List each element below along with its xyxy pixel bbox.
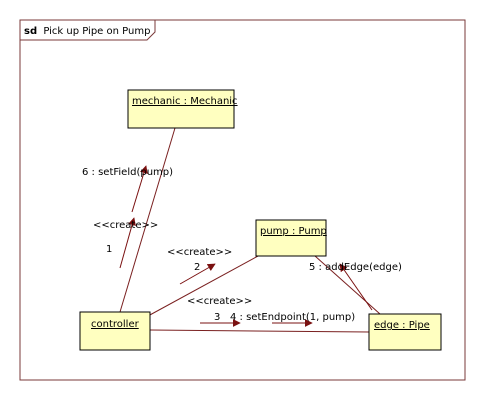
frame-title: sd Pick up Pipe on Pump bbox=[24, 26, 150, 37]
message-2-arrow bbox=[179, 263, 216, 285]
message-3-number: 3 bbox=[214, 312, 220, 323]
message-2-number: 2 bbox=[194, 262, 200, 273]
frame-name: Pick up Pipe on Pump bbox=[43, 26, 150, 37]
link-controller-mechanic bbox=[119, 127, 176, 313]
link-pump-edge bbox=[314, 255, 381, 315]
link-controller-edge bbox=[149, 329, 370, 333]
message-3-stereotype: <<create>> bbox=[187, 296, 252, 307]
message-1-stereotype: <<create>> bbox=[93, 220, 158, 231]
message-2-stereotype: <<create>> bbox=[167, 247, 232, 258]
object-mechanic-label: mechanic : Mechanic bbox=[132, 96, 238, 107]
message-4-label: 4 : setEndpoint(1, pump) bbox=[230, 312, 355, 323]
object-pump[interactable]: pump : Pump bbox=[255, 219, 327, 257]
object-mechanic[interactable]: mechanic : Mechanic bbox=[127, 89, 238, 129]
object-controller-label: controller bbox=[91, 319, 140, 330]
object-controller[interactable]: controller bbox=[79, 311, 151, 351]
message-1-number: 1 bbox=[106, 244, 112, 255]
object-edge[interactable]: edge : Pipe bbox=[368, 313, 442, 351]
link-controller-pump bbox=[147, 255, 259, 317]
object-pump-label: pump : Pump bbox=[260, 226, 327, 237]
message-5-arrow bbox=[339, 263, 373, 311]
message-5-label: 5 : addEdge(edge) bbox=[309, 262, 402, 273]
message-1-arrow bbox=[119, 217, 136, 269]
frame-keyword: sd bbox=[24, 26, 37, 37]
message-6-arrow bbox=[131, 165, 148, 213]
frame-tab bbox=[19, 19, 156, 41]
message-6-label: 6 : setField(pump) bbox=[82, 167, 173, 178]
diagram-frame bbox=[19, 19, 466, 381]
object-edge-label: edge : Pipe bbox=[374, 320, 430, 331]
